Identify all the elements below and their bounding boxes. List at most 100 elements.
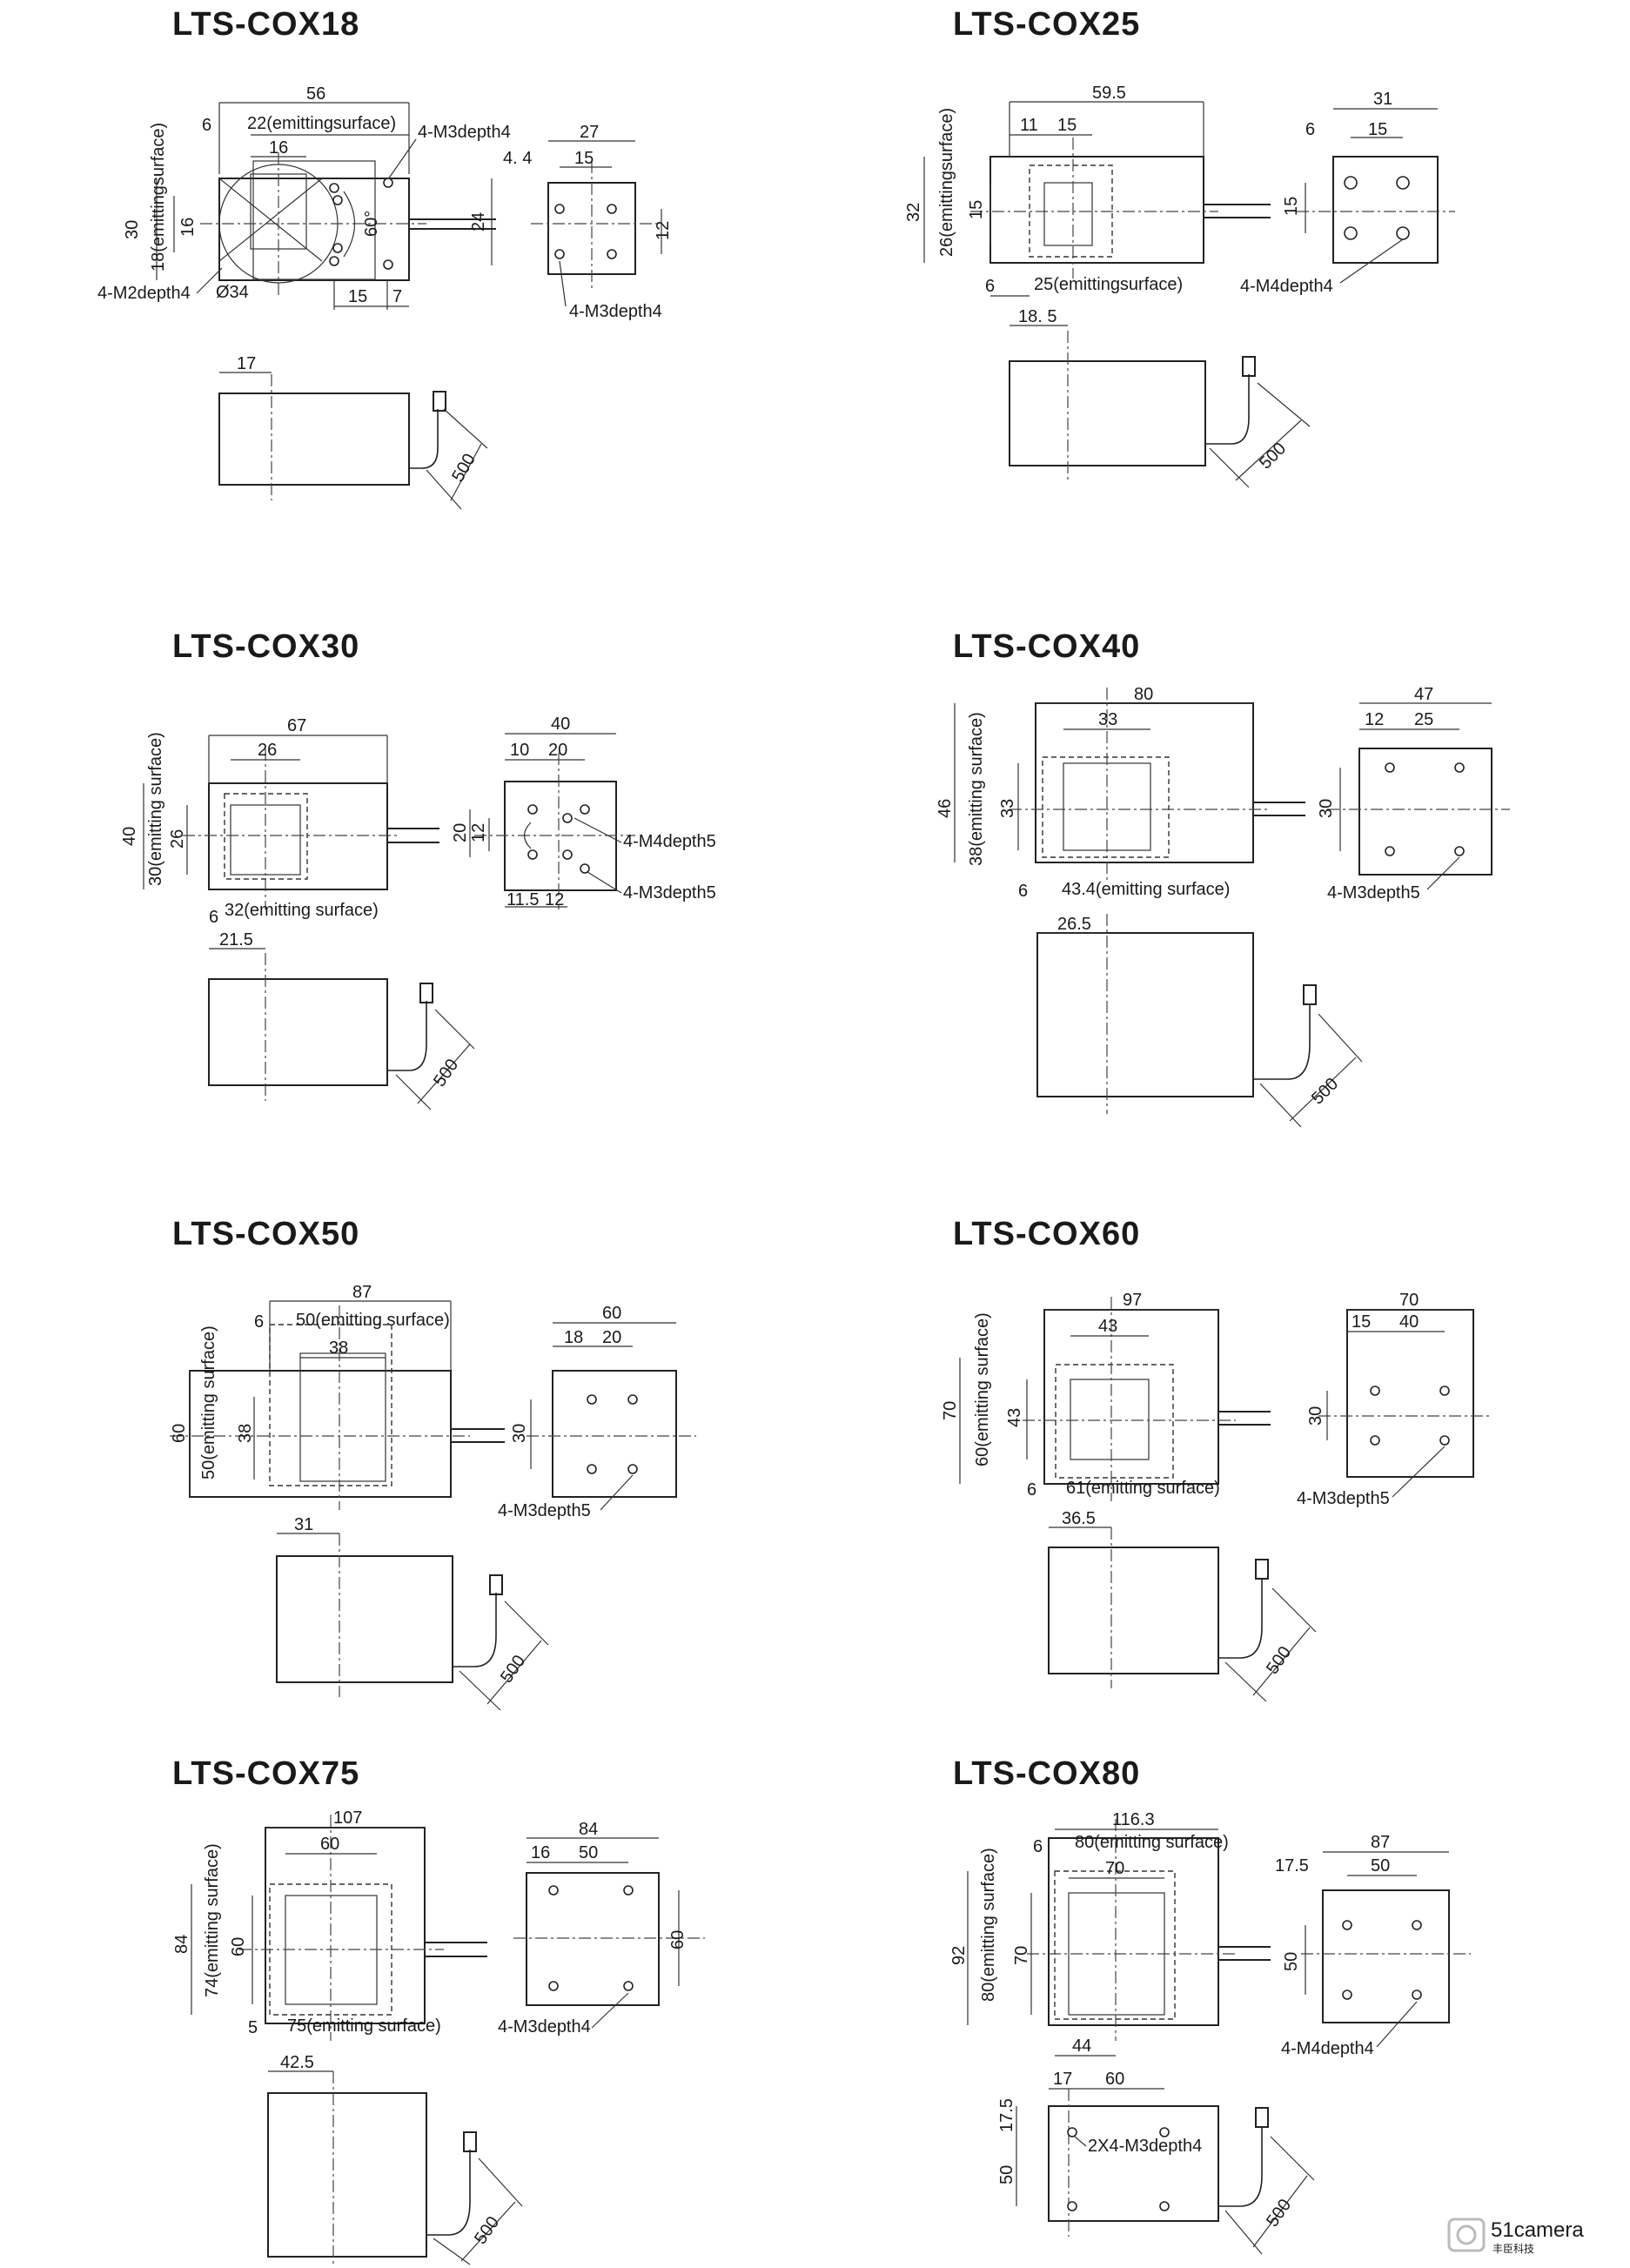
panel-lts-cox60: LTS-COX60 97 43 70 60(emitting surface) …	[941, 1216, 1490, 1702]
svg-text:丰臣科技: 丰臣科技	[1492, 2243, 1534, 2255]
svg-text:4-M2depth4: 4-M2depth4	[97, 284, 191, 303]
svg-text:Ø34: Ø34	[216, 283, 249, 302]
svg-text:33: 33	[998, 799, 1017, 818]
panel-title: LTS-COX40	[953, 628, 1140, 665]
svg-text:12: 12	[1365, 710, 1384, 729]
bottom-view: 17 60 17.5 50 2X4-M3depth4 500	[997, 2070, 1315, 2255]
svg-text:20: 20	[451, 823, 470, 842]
svg-text:50(emitting surface): 50(emitting surface)	[296, 1311, 450, 1330]
svg-text:40: 40	[1399, 1312, 1419, 1332]
svg-text:50: 50	[1371, 1856, 1390, 1875]
svg-text:74(emitting surface): 74(emitting surface)	[203, 1843, 222, 1997]
svg-text:60: 60	[668, 1930, 688, 1949]
svg-text:26: 26	[168, 829, 187, 849]
svg-text:75(emitting surface): 75(emitting surface)	[287, 2016, 441, 2036]
svg-text:84: 84	[172, 1935, 191, 1954]
svg-text:38(emitting surface): 38(emitting surface)	[967, 712, 986, 866]
svg-text:60(emitting surface): 60(emitting surface)	[973, 1312, 992, 1466]
panel-title: LTS-COX75	[172, 1755, 359, 1792]
svg-text:44: 44	[1072, 2037, 1091, 2056]
panel-lts-cox25: LTS-COX25 59.5 11 15 32 26(emittingsurfa…	[904, 6, 1455, 488]
front-view: 87 6 50(emitting surface) 38 60 50(emitt…	[170, 1283, 505, 1510]
svg-text:30: 30	[1306, 1406, 1325, 1426]
svg-text:22(emittingsurface): 22(emittingsurface)	[247, 114, 396, 133]
bottom-view: 17 500	[218, 354, 488, 510]
svg-text:500: 500	[1263, 1643, 1295, 1678]
panel-lts-cox40: LTS-COX40 80 33 46 38(emitting surface) …	[936, 628, 1510, 1128]
svg-text:17.5: 17.5	[997, 2098, 1016, 2132]
front-view: 59.5 11 15 32 26(emittingsurface) 15 6 2…	[904, 84, 1271, 297]
svg-text:4-M3depth5: 4-M3depth5	[498, 1501, 591, 1520]
svg-text:6: 6	[209, 908, 218, 927]
svg-text:31: 31	[294, 1515, 313, 1534]
svg-text:59.5: 59.5	[1092, 84, 1126, 103]
svg-text:116.3: 116.3	[1112, 1810, 1155, 1829]
svg-text:11.5: 11.5	[506, 890, 539, 909]
panel-title: LTS-COX30	[172, 628, 359, 665]
svg-text:50: 50	[997, 2165, 1016, 2184]
svg-text:16: 16	[178, 218, 198, 237]
svg-text:4-M4depth5: 4-M4depth5	[623, 832, 716, 851]
side-view: 84 16 50 60 4-M3depth4	[498, 1820, 705, 2037]
svg-text:60: 60	[229, 1937, 248, 1956]
svg-text:15: 15	[574, 149, 594, 168]
side-view: 47 12 25 30 4-M3depth5	[1317, 685, 1510, 903]
panel-title: LTS-COX25	[953, 6, 1140, 43]
svg-text:40: 40	[120, 827, 139, 846]
bottom-view: 21.5 500	[208, 930, 475, 1111]
svg-text:12: 12	[654, 221, 673, 240]
side-view: 87 17.5 50 50 4-M4depth4	[1275, 1833, 1471, 2058]
svg-text:6: 6	[254, 1312, 264, 1332]
svg-text:20: 20	[548, 741, 567, 760]
front-view: 107 60 84 74(emitting surface) 60 5 75(e…	[172, 1808, 487, 2041]
svg-text:18. 5: 18. 5	[1018, 307, 1056, 326]
svg-text:15: 15	[1352, 1312, 1371, 1332]
svg-text:4-M3depth5: 4-M3depth5	[1297, 1489, 1390, 1508]
svg-text:17.5: 17.5	[1275, 1856, 1309, 1875]
panel-lts-cox50: LTS-COX50 87 6 50(emitting surface) 38 6…	[170, 1216, 696, 1711]
svg-text:16: 16	[269, 138, 288, 158]
svg-text:24: 24	[469, 212, 488, 231]
svg-text:12: 12	[469, 823, 488, 842]
svg-text:26: 26	[258, 741, 277, 760]
svg-text:15: 15	[348, 287, 367, 306]
svg-text:18: 18	[564, 1328, 583, 1347]
svg-text:38: 38	[329, 1339, 348, 1358]
svg-text:30: 30	[1317, 799, 1336, 818]
svg-text:87: 87	[1371, 1833, 1390, 1852]
panel-title: LTS-COX18	[172, 6, 359, 43]
svg-text:61(emitting surface): 61(emitting surface)	[1066, 1479, 1220, 1498]
svg-text:20: 20	[602, 1328, 621, 1347]
panel-title: LTS-COX80	[953, 1755, 1140, 1792]
svg-text:80: 80	[1134, 685, 1153, 704]
front-view: 97 43 70 60(emitting surface) 43 6 61(em…	[941, 1291, 1271, 1501]
svg-text:70: 70	[941, 1401, 960, 1420]
svg-text:70: 70	[1105, 1859, 1124, 1878]
svg-text:4-M4depth4: 4-M4depth4	[1281, 2039, 1374, 2058]
side-view: 27 15 4. 4 12 4-M3depth4	[503, 123, 673, 321]
svg-text:56: 56	[306, 84, 325, 104]
svg-text:60: 60	[170, 1424, 189, 1443]
front-view: 80 33 46 38(emitting surface) 33 6 43.4(…	[936, 685, 1305, 901]
svg-text:32: 32	[904, 203, 923, 222]
svg-text:11: 11	[1020, 116, 1038, 135]
side-view: 70 15 40 30 4-M3depth5	[1297, 1291, 1490, 1508]
svg-text:33: 33	[1098, 710, 1117, 729]
panel-lts-cox18: LTS-COX18 56 6 22(emittingsurface) 16 4-…	[97, 6, 673, 510]
svg-text:60: 60	[320, 1835, 339, 1854]
svg-text:500: 500	[430, 1056, 462, 1090]
svg-text:80(emitting surface): 80(emitting surface)	[979, 1848, 998, 2002]
svg-text:43: 43	[1098, 1317, 1117, 1336]
svg-text:30(emitting surface): 30(emitting surface)	[146, 732, 165, 886]
svg-text:4-M3depth4: 4-M3depth4	[418, 123, 511, 142]
svg-text:50: 50	[579, 1843, 598, 1862]
side-view: 60 18 20 30 4-M3depth5	[498, 1304, 696, 1520]
panel-title: LTS-COX60	[953, 1216, 1140, 1252]
svg-text:15: 15	[967, 200, 986, 219]
svg-text:107: 107	[333, 1808, 362, 1828]
side-view: 31 6 15 15 4-M4depth4	[1240, 90, 1455, 296]
bottom-view: 26.5 500	[1036, 914, 1363, 1128]
svg-text:7: 7	[392, 287, 402, 306]
svg-text:32(emitting surface): 32(emitting surface)	[225, 901, 379, 920]
